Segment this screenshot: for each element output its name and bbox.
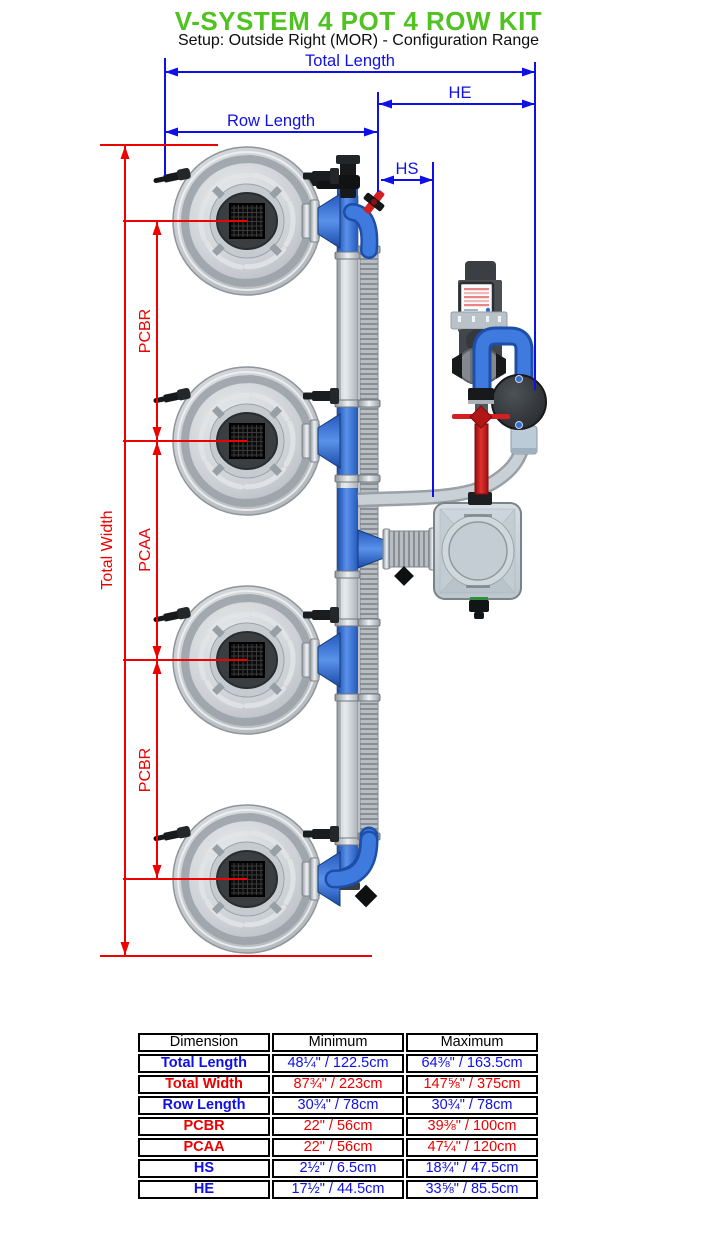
table-row: Total Length 48¼" / 122.5cm 64⅜" / 163.5…: [138, 1054, 538, 1073]
pump-head-right: [491, 374, 547, 430]
dim-label-pcaa: PCAA: [137, 528, 154, 572]
table-header-row: Dimension Minimum Maximum: [138, 1033, 538, 1052]
row-max: 18¾" / 47.5cm: [406, 1159, 538, 1178]
row-min: 87¾" / 223cm: [272, 1075, 404, 1094]
table-row: HE 17½" / 44.5cm 33⅝" / 85.5cm: [138, 1180, 538, 1199]
dim-label-row-length: Row Length: [227, 112, 315, 130]
row-max: 39⅜" / 100cm: [406, 1117, 538, 1136]
dim-label-total-width: Total Width: [99, 510, 116, 589]
dim-label-pcbr-bottom: PCBR: [137, 748, 154, 792]
dimension-table: Dimension Minimum Maximum Total Length 4…: [136, 1031, 540, 1201]
suction-pipe: [357, 435, 532, 508]
dim-label-total-length: Total Length: [305, 52, 395, 70]
row-max: 64⅜" / 163.5cm: [406, 1054, 538, 1073]
row-max: 33⅝" / 85.5cm: [406, 1180, 538, 1199]
top-red-valve: [363, 190, 385, 214]
row-max: 30¾" / 78cm: [406, 1096, 538, 1115]
row-label: Total Width: [138, 1075, 270, 1094]
row-max: 47¼" / 120cm: [406, 1138, 538, 1157]
blue-dimensions: [164, 58, 536, 497]
row-min: 22" / 56cm: [272, 1138, 404, 1157]
row-min: 22" / 56cm: [272, 1117, 404, 1136]
tank-feed-tee: [357, 527, 437, 586]
page-title: V-SYSTEM 4 POT 4 ROW KIT: [174, 6, 543, 36]
row-min: 30¾" / 78cm: [272, 1096, 404, 1115]
red-supply-pipe: [452, 388, 510, 495]
row-label: PCBR: [138, 1117, 270, 1136]
row-min: 2½" / 6.5cm: [272, 1159, 404, 1178]
row-label: HE: [138, 1180, 270, 1199]
row-max: 147⅝" / 375cm: [406, 1075, 538, 1094]
tank-drain-fitting: [469, 597, 489, 619]
table-row: HS 2½" / 6.5cm 18¾" / 47.5cm: [138, 1159, 538, 1178]
row-label: HS: [138, 1159, 270, 1178]
col-header-maximum: Maximum: [406, 1033, 538, 1052]
dim-label-he: HE: [449, 84, 472, 102]
table-row: Row Length 30¾" / 78cm 30¾" / 78cm: [138, 1096, 538, 1115]
dim-label-hs: HS: [396, 160, 419, 178]
col-header-dimension: Dimension: [138, 1033, 270, 1052]
col-header-minimum: Minimum: [272, 1033, 404, 1052]
row-min: 48¼" / 122.5cm: [272, 1054, 404, 1073]
table-row: Total Width 87¾" / 223cm 147⅝" / 375cm: [138, 1075, 538, 1094]
row-label: PCAA: [138, 1138, 270, 1157]
row-label: Total Length: [138, 1054, 270, 1073]
row-min: 17½" / 44.5cm: [272, 1180, 404, 1199]
reservoir-tank: [433, 492, 522, 619]
manifold-assembly: [306, 155, 437, 908]
system-diagram: Total Length HE Row Length HS Total Widt…: [99, 52, 547, 1020]
table-row: PCBR 22" / 56cm 39⅜" / 100cm: [138, 1117, 538, 1136]
dim-label-pcbr-top: PCBR: [137, 309, 154, 353]
page-subtitle: Setup: Outside Right (MOR) - Configurati…: [177, 32, 540, 49]
red-dimensions: [100, 144, 372, 957]
table-row: PCAA 22" / 56cm 47¼" / 120cm: [138, 1138, 538, 1157]
pump-assembly: [450, 261, 547, 495]
row-label: Row Length: [138, 1096, 270, 1115]
